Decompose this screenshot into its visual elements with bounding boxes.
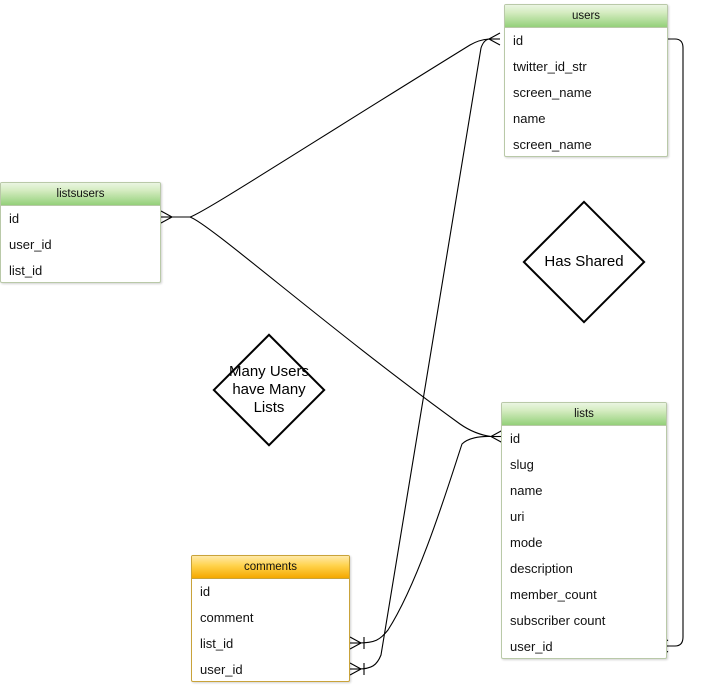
- attribute-row[interactable]: slug: [510, 457, 534, 472]
- entity-lists-attributes: id slug name uri mode description member…: [502, 426, 666, 658]
- connector-comments-userid-to-users: [357, 38, 490, 670]
- relationship-has-shared-label: Has Shared: [544, 253, 624, 270]
- relationship-many-users-have-many-lists-label: Many Users have Many Lists: [228, 363, 310, 416]
- attribute-row[interactable]: id: [513, 33, 524, 48]
- crowsfoot-users-id: [488, 32, 501, 46]
- connector-listsusers-to-lists: [189, 216, 492, 438]
- attribute-row[interactable]: description: [510, 561, 573, 576]
- entity-comments[interactable]: comments id comment list_id user_id: [191, 555, 350, 682]
- entity-listsusers-title: listsusers: [1, 183, 160, 206]
- attribute-row[interactable]: screen_name: [513, 137, 592, 152]
- crowsfoot-listsusers: [160, 210, 173, 224]
- attribute-row[interactable]: uri: [510, 509, 525, 524]
- entity-users[interactable]: users id twitter_id_str screen_name name…: [504, 4, 668, 157]
- attribute-row[interactable]: id: [200, 584, 211, 599]
- crowsfoot-comments-userid: [349, 662, 365, 676]
- entity-listsusers-attributes: id user_id list_id: [1, 206, 160, 282]
- attribute-row[interactable]: id: [9, 211, 20, 226]
- entity-users-title: users: [505, 5, 667, 28]
- diamond-icon: [212, 333, 326, 447]
- connector-comments-listid-to-lists: [357, 435, 492, 644]
- diamond-icon: [522, 200, 646, 324]
- attribute-row[interactable]: user_id: [200, 662, 243, 677]
- entity-comments-title: comments: [192, 556, 349, 579]
- attribute-row[interactable]: list_id: [200, 636, 234, 651]
- entity-users-attributes: id twitter_id_str screen_name name scree…: [505, 28, 667, 156]
- attribute-row[interactable]: subscriber count: [510, 613, 606, 628]
- entity-listsusers[interactable]: listsusers id user_id list_id: [0, 182, 161, 283]
- attribute-row[interactable]: user_id: [9, 237, 52, 252]
- relationship-has-shared[interactable]: Has Shared: [499, 177, 669, 347]
- attribute-row[interactable]: name: [513, 111, 546, 126]
- entity-comments-attributes: id comment list_id user_id: [192, 579, 349, 681]
- entity-lists-title: lists: [502, 403, 666, 426]
- connector-listsusers-to-users: [189, 38, 490, 218]
- attribute-row[interactable]: list_id: [9, 263, 43, 278]
- entity-lists[interactable]: lists id slug name uri mode description …: [501, 402, 667, 659]
- attribute-row[interactable]: id: [510, 431, 521, 446]
- attribute-row[interactable]: name: [510, 483, 543, 498]
- attribute-row[interactable]: screen_name: [513, 85, 592, 100]
- attribute-row[interactable]: user_id: [510, 639, 553, 654]
- relationship-many-users-have-many-lists[interactable]: Many Users have Many Lists: [189, 310, 349, 470]
- attribute-row[interactable]: twitter_id_str: [513, 59, 587, 74]
- connector-users-to-lists-userid: [668, 38, 684, 647]
- attribute-row[interactable]: comment: [200, 610, 254, 625]
- crowsfoot-comments-listid: [349, 636, 365, 650]
- attribute-row[interactable]: member_count: [510, 587, 597, 602]
- attribute-row[interactable]: mode: [510, 535, 543, 550]
